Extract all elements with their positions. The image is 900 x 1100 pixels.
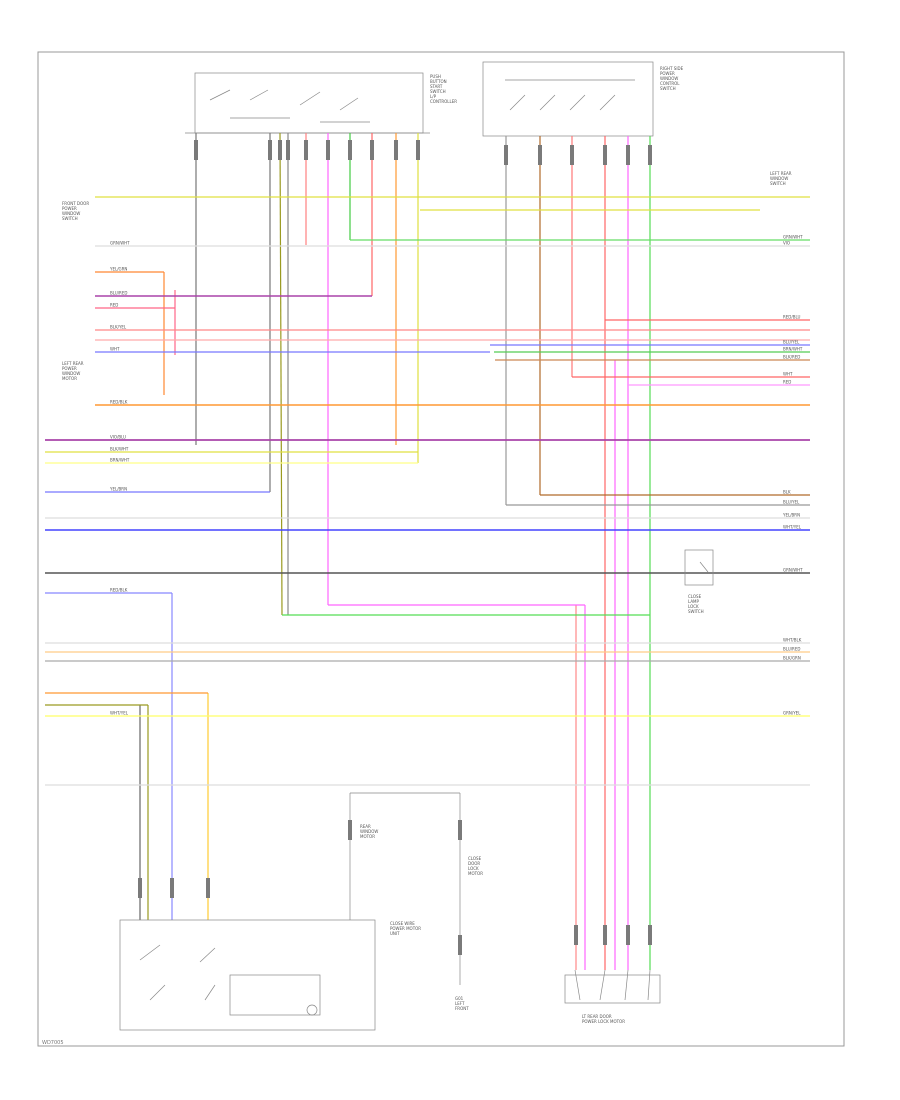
component-label-line: WINDOW — [62, 211, 80, 216]
component-label-line: LEFT REAR — [62, 361, 84, 366]
component-label-line: SWITCH — [770, 181, 786, 186]
wire-label: GRN/WHT — [783, 235, 803, 240]
wire-label: WHT — [783, 372, 793, 377]
component-label-line: UNIT — [390, 931, 400, 936]
wire-label: BLU/RED — [110, 291, 127, 296]
wire-label: BLK/RED — [783, 355, 800, 360]
component-label-line: CLOSE — [468, 856, 482, 861]
wire-label: WHT — [110, 347, 120, 352]
wire-label: YEL/BRN — [109, 487, 127, 492]
wire-label: RED/BLU — [783, 315, 801, 320]
wire-label: BLK/YEL — [110, 325, 127, 330]
wire-label: BLK/GRN — [783, 656, 801, 661]
component-label-line: CONTROLLER — [430, 99, 457, 104]
component-label-line: POWER MOTOR — [390, 926, 421, 931]
component-label-line: DOOR — [468, 861, 480, 866]
component-label-line: CONTROL — [660, 81, 680, 86]
wire-labels-left: GRN/WHT YEL/GRN BLU/RED RED BLK/YEL WHT RED/BL… — [109, 241, 130, 716]
component-label-line: WINDOW — [660, 76, 678, 81]
component-label-line: CLOSE WIRE — [390, 921, 415, 926]
component-label-line: PUSH — [430, 74, 441, 79]
wire-label: RED — [110, 303, 118, 308]
wire-label: BRN/WHT — [110, 458, 130, 463]
wire-verticals — [139, 132, 651, 970]
wire-label: BLU/YEL — [783, 500, 800, 505]
component-label-line: LEFT REAR — [770, 171, 792, 176]
component-label-line: FRONT DOOR — [62, 201, 89, 206]
component-label-line: POWER — [62, 206, 77, 211]
wire-label: RED/BLK — [110, 588, 128, 593]
wire-horizontals — [45, 196, 810, 786]
component-label-line: POWER — [660, 71, 675, 76]
wire-label: GRN/WHT — [110, 241, 130, 246]
component-label-line: LOCK — [688, 604, 699, 609]
wire-label: BLU/RED — [783, 647, 800, 652]
component-label-line: LEFT — [455, 1001, 465, 1006]
component-label-line: START — [430, 84, 443, 89]
wire-label: WHT/BLK — [783, 638, 802, 643]
component-label-line: SWITCH — [430, 89, 446, 94]
component-label-line: POWER LOCK MOTOR — [582, 1019, 625, 1024]
switch-box-top-left — [185, 72, 430, 134]
component-label-line: MOTOR — [468, 871, 483, 876]
component-label-line: L/P — [430, 94, 437, 99]
wire-label: RED — [783, 380, 791, 385]
component-label-line: WINDOW — [62, 371, 80, 376]
wire-label: BLK/WHT — [110, 447, 129, 452]
component-label-line: POWER — [62, 366, 77, 371]
wire-label: BRN/WHT — [783, 347, 803, 352]
component-label-line: BUTTON — [430, 79, 447, 84]
component-label-line: LT REAR DOOR — [582, 1014, 612, 1019]
component-label-line: WINDOW — [360, 829, 378, 834]
diagram-border — [37, 51, 845, 1047]
wire-label: VIO — [783, 241, 790, 246]
component-label-line: FRONT — [455, 1006, 469, 1011]
wire-label: GRN/YEL — [783, 711, 801, 716]
component-label-line: REAR — [360, 824, 371, 829]
connector-marks — [138, 140, 652, 955]
diagram-code: WD7005 — [42, 1040, 64, 1046]
component-label-line: SWITCH — [660, 86, 676, 91]
component-label-line: LOCK — [468, 866, 479, 871]
wire-labels-right: GRN/WHTVIORED/BLUBLU/YELBRN/WHTBLK/REDWH… — [782, 235, 803, 716]
switch-box-top-right — [482, 61, 654, 137]
wire-label: GRN/WHT — [783, 568, 803, 573]
wire-label: WHT/YEL — [110, 711, 129, 716]
wire-label: YEL/GRN — [109, 267, 127, 272]
component-label-line: RIGHT SIDE — [660, 66, 684, 71]
component-label-line: MOTOR — [62, 376, 77, 381]
component-label-line: LAMP — [688, 599, 700, 604]
wire-label: BLU/YEL — [783, 340, 800, 345]
component-label-line: WINDOW — [770, 176, 788, 181]
component-label-line: SWITCH — [62, 216, 78, 221]
wire-label: BLK — [783, 490, 791, 495]
component-label-line: MOTOR — [360, 834, 375, 839]
wire-label: VIO/BLU — [110, 435, 126, 440]
component-label-line: CLOSE — [688, 594, 702, 599]
component-label-line: SWITCH — [688, 609, 704, 614]
component-label-line: G01 — [455, 996, 464, 1001]
wire-label: YEL/BRN — [782, 513, 800, 518]
lower-components — [119, 549, 714, 1031]
wire-label: WHT/YEL — [783, 525, 802, 530]
wire-label: RED/BLK — [110, 400, 128, 405]
